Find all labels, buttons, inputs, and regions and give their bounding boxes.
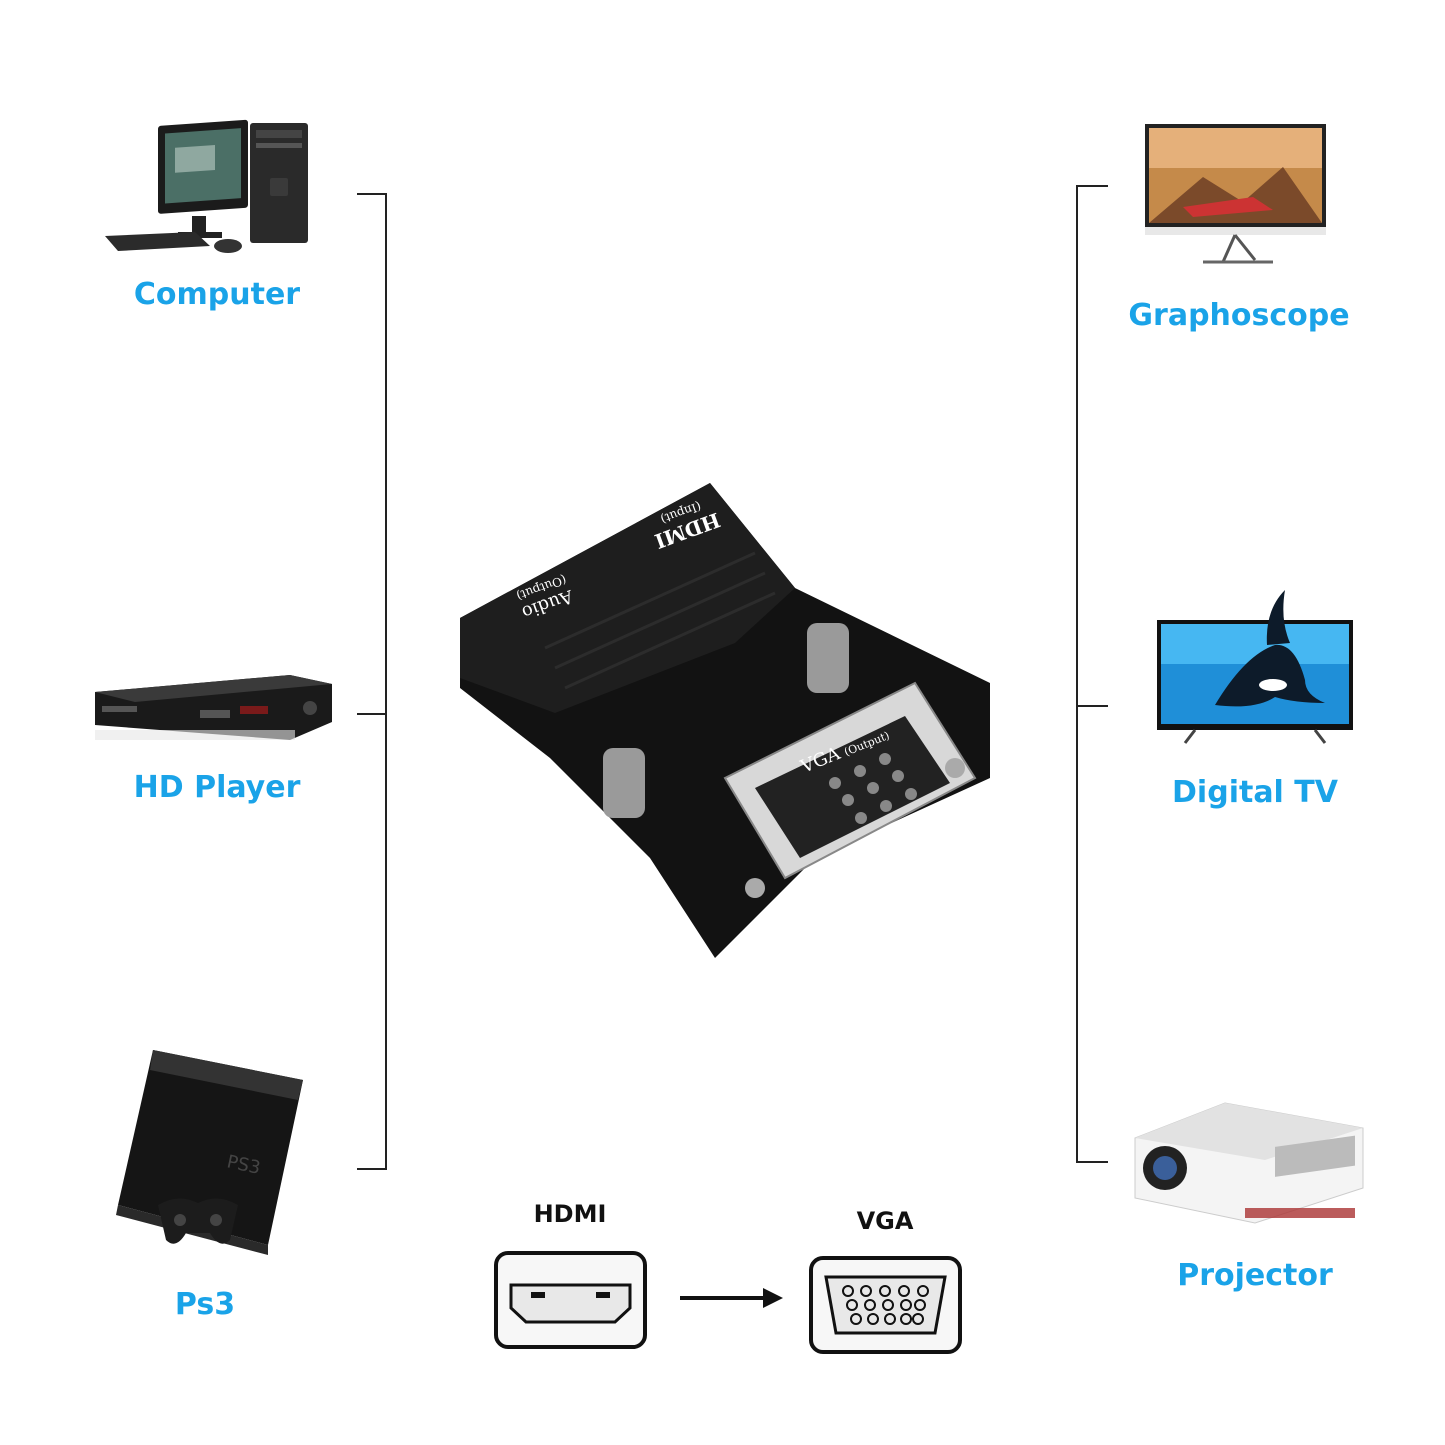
- graphoscope-image: [1143, 122, 1328, 267]
- input-label-ps3: Ps3: [174, 1287, 236, 1322]
- input-label-hd-player: HD Player: [133, 770, 301, 805]
- right-bracket-tick-mid: [1076, 705, 1108, 707]
- projector-image: [1125, 1098, 1365, 1228]
- hdmi-port-icon: [493, 1250, 648, 1350]
- left-bracket-tick-bottom: [357, 1168, 387, 1170]
- input-label-computer: Computer: [133, 277, 301, 312]
- hd-player-image: [90, 670, 335, 745]
- vga-port-icon: [808, 1255, 963, 1355]
- left-bracket-line: [385, 193, 387, 1170]
- right-bracket-tick-top: [1076, 185, 1108, 187]
- computer-image: [100, 118, 315, 263]
- right-bracket-tick-bottom: [1076, 1161, 1108, 1163]
- right-bracket-line: [1076, 185, 1078, 1163]
- to-connector-label: VGA: [856, 1207, 914, 1235]
- ps3-image: PS3: [108, 1045, 308, 1260]
- output-label-graphoscope: Graphoscope: [1128, 298, 1350, 333]
- output-label-digital-tv: Digital TV: [1172, 775, 1338, 810]
- left-bracket-tick-mid: [357, 713, 387, 715]
- from-connector-label: HDMI: [533, 1200, 607, 1228]
- hdmi-vga-adapter-image: [455, 478, 1000, 963]
- left-bracket-tick-top: [357, 193, 387, 195]
- output-label-projector: Projector: [1177, 1258, 1333, 1293]
- arrow-icon: [678, 1283, 788, 1313]
- digital-tv-image: [1155, 585, 1355, 745]
